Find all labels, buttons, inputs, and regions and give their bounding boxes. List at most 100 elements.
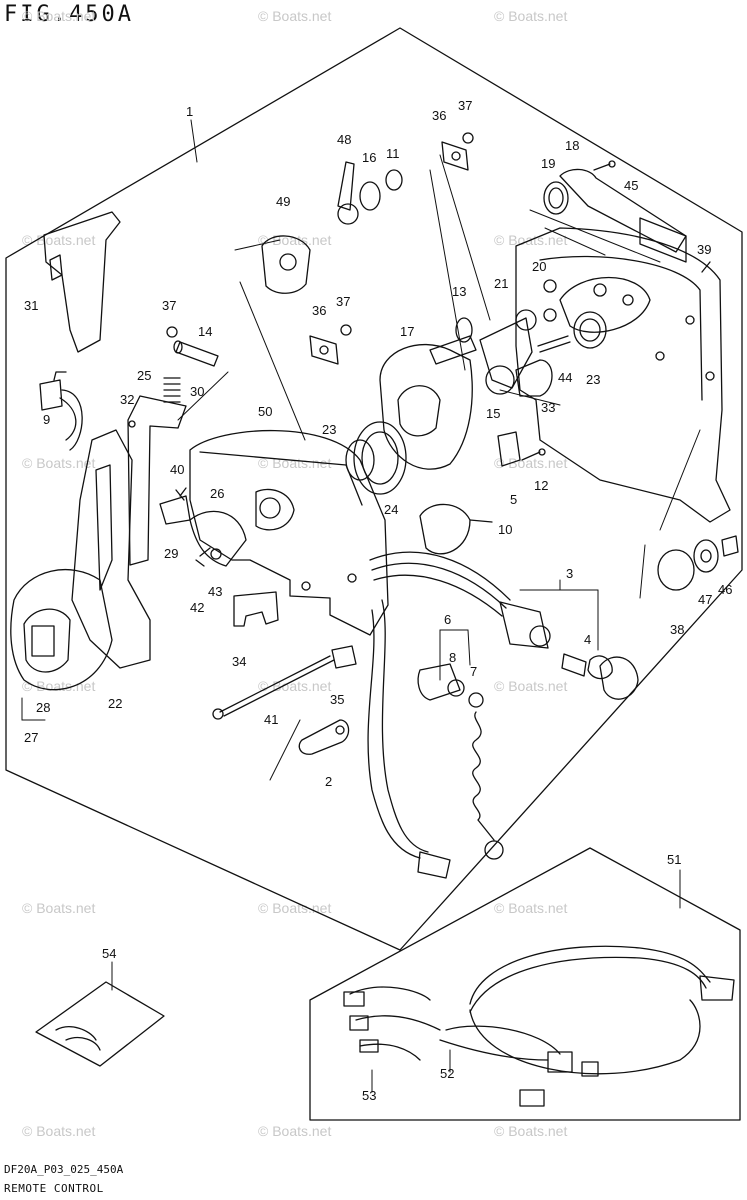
part-label: 18 [565,138,579,153]
part-label: 29 [164,546,178,561]
part-label: 23 [322,422,336,437]
part-label: 25 [137,368,151,383]
part-label: 41 [264,712,278,727]
part-label: 20 [532,259,546,274]
part-label: 16 [362,150,376,165]
part-label: 24 [384,502,398,517]
cam-plate [159,495,191,525]
watermark: © Boats.net [258,900,332,916]
wiring-harness [469,945,711,1005]
watermark: © Boats.net [258,8,332,24]
watermark: © Boats.net [494,8,568,24]
part-label: 14 [198,324,212,339]
part-label: 21 [494,276,508,291]
part-label: 31 [24,298,38,313]
holder-36a [441,141,469,171]
stop-switch [417,663,461,701]
part-label: 38 [670,622,684,637]
part-label: 37 [458,98,472,113]
part-label: 10 [498,522,512,537]
part-label: 37 [162,298,176,313]
part-label: 50 [258,404,272,419]
part-label: 34 [232,654,246,669]
rear-cover-plate [515,227,731,523]
part-label: 44 [558,370,572,385]
watermark: © Boats.net [22,232,96,248]
part-label: 37 [336,294,350,309]
part-label: 45 [624,178,638,193]
watermark: © Boats.net [22,900,96,916]
part-label: 1 [186,104,193,119]
part-label: 35 [330,692,344,707]
part-label: 8 [449,650,456,665]
harness-cable [367,609,421,859]
part-label: 19 [541,156,555,171]
part-label: 5 [510,492,517,507]
part-label: 9 [43,412,50,427]
part-label: 27 [24,730,38,745]
switch-5 [497,431,521,467]
watermark: © Boats.net [258,1123,332,1139]
shaft [429,335,477,365]
watermark: © Boats.net [22,8,96,24]
main-assembly-outline [5,27,743,951]
watermark: © Boats.net [494,1123,568,1139]
part-label: 11 [386,146,400,161]
part-label: 32 [120,392,134,407]
watermark: © Boats.net [494,900,568,916]
figure-title: FIG.450A [4,2,134,27]
part-label: 2 [325,774,332,789]
part-label: 4 [584,632,591,647]
cover-plate-18 [559,168,687,253]
part-label: 39 [697,242,711,257]
part-label: 36 [432,108,446,123]
part-label: 22 [108,696,122,711]
plate-2 [298,719,350,755]
buzzer [419,503,471,555]
holder-36b [309,335,339,365]
part-label: 40 [170,462,184,477]
part-label: 13 [452,284,466,299]
part-label: 36 [312,303,326,318]
watermark: © Boats.net [22,678,96,694]
control-housing [189,429,389,636]
part-label: 51 [667,852,681,867]
lever-grip [43,211,121,353]
harness-kit-outline [309,847,741,1121]
part-label: 49 [276,194,290,209]
part-label: 7 [470,664,477,679]
part-label: 17 [400,324,414,339]
part-label: 33 [541,400,555,415]
watermark: © Boats.net [22,1123,96,1139]
key-switch [499,601,549,649]
spring [163,377,181,403]
part-label: 43 [208,584,222,599]
part-label: 12 [534,478,548,493]
key [561,653,587,677]
part-label: 23 [586,372,600,387]
control-lever [71,429,151,669]
part-label: 28 [36,700,50,715]
drawing-code: DF20A_P03_025_450A [4,1163,124,1176]
watermark: © Boats.net [494,455,568,471]
neutral-switch [39,379,63,411]
part-label: 53 [362,1088,376,1103]
part-label: 26 [210,486,224,501]
switch-bracket [233,591,279,627]
parts-bag [35,981,165,1067]
long-bolt [219,655,335,717]
watermark: © Boats.net [22,455,96,471]
pin [175,341,219,367]
lever-48 [337,161,355,211]
part-label: 54 [102,946,116,961]
detent-plate [127,395,187,566]
figure-caption: REMOTE CONTROL [4,1182,104,1195]
part-label: 47 [698,592,712,607]
part-label: 30 [190,384,204,399]
part-label: 3 [566,566,573,581]
bracket-49 [261,235,311,294]
part-label: 52 [440,1066,454,1081]
throttle-friction-cover [379,343,473,470]
part-label: 6 [444,612,451,627]
